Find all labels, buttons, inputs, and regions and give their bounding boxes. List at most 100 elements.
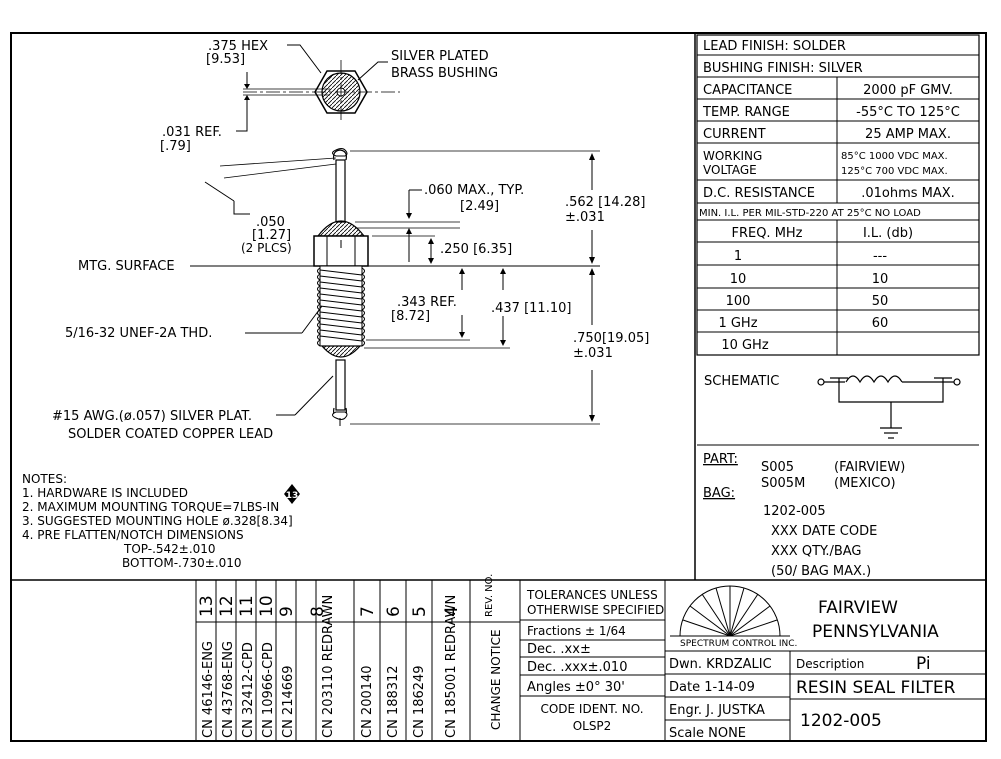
il-col-header: I.L. (db) (863, 226, 913, 241)
drawing-number: 1202-005 (800, 711, 882, 731)
rev-no: 8 (308, 606, 328, 617)
label-dim-050: .050 (256, 215, 285, 230)
il-row-freq: 10 GHz (721, 338, 769, 353)
tol-fractions: Fractions ± 1/64 (527, 624, 626, 638)
sheet-border (10, 32, 987, 742)
spec-working-label1: WORKING (703, 149, 762, 163)
schematic-label: SCHEMATIC (704, 374, 779, 389)
il-row-value: --- (873, 249, 887, 264)
note-4-top: TOP-.542±.010 (123, 542, 216, 556)
rev-no: 7 (358, 606, 378, 617)
spec-temp-label: TEMP. RANGE (702, 105, 790, 120)
rev-desc: CN 200140 (360, 665, 375, 738)
part1-location: (FAIRVIEW) (834, 460, 905, 475)
il-row-value: 50 (872, 294, 889, 309)
label-thread: 5/16-32 UNEF-2A THD. (65, 326, 212, 341)
label-dim-060: .060 MAX., TYP. (424, 183, 524, 198)
bag-line2: XXX QTY./BAG (771, 544, 862, 559)
note-4-bottom: BOTTOM-.730±.010 (122, 556, 242, 570)
spec-dc-value: .01ohms MAX. (861, 186, 955, 201)
spec-capacitance-label: CAPACITANCE (703, 83, 792, 98)
part-drawing (190, 44, 600, 426)
spec-dc-label: D.C. RESISTANCE (703, 186, 815, 201)
rev-no: 5 (410, 606, 430, 617)
label-hex-mm: [9.53] (206, 52, 245, 67)
label-ref-031: .031 REF. (162, 125, 222, 140)
spec-current-label: CURRENT (703, 127, 766, 142)
bag-number: 1202-005 (763, 504, 826, 519)
label-dim-750: .750[19.05] (573, 331, 649, 346)
rev-desc: CN 10966-CPD (261, 642, 276, 738)
lead-finish: LEAD FINISH: SOLDER (703, 39, 846, 54)
pi-filter-symbol-icon (817, 375, 961, 439)
il-header: MIN. I.L. PER MIL-STD-220 AT 25°C NO LOA… (699, 208, 921, 219)
drawing-scale: Scale NONE (669, 726, 746, 741)
company-city: FAIRVIEW (818, 598, 898, 618)
label-mtg-surface: MTG. SURFACE (78, 259, 175, 274)
revision-diamond-label: 13 (286, 491, 299, 501)
rev-desc: CN 203110 REDRAWN (321, 595, 336, 738)
il-row-value: 60 (872, 316, 889, 331)
il-row-value: 10 (872, 272, 889, 287)
rev-no: 10 (257, 595, 277, 617)
tol-angles: Angles ±0° 30' (527, 680, 625, 695)
code-ident-label: CODE IDENT. NO. (540, 702, 643, 716)
bag-line1: XXX DATE CODE (771, 524, 877, 539)
bag-label: BAG: (703, 486, 735, 501)
change-notice-label: CHANGE NOTICE (489, 629, 503, 730)
notes-title: NOTES: (22, 472, 67, 486)
part1-number: S005 (761, 460, 794, 475)
label-dim-060-mm: [2.49] (460, 199, 499, 214)
rev-no-header: REV. NO. (484, 574, 495, 617)
rev-no: 4 (442, 606, 462, 617)
part-bag-info: PART: S005 (FAIRVIEW) S005M (MEXICO) BAG… (703, 452, 905, 579)
label-dim-343: .343 REF. (397, 295, 457, 310)
spec-table: LEAD FINISH: SOLDER BUSHING FINISH: SILV… (696, 34, 980, 356)
bushing-finish: BUSHING FINISH: SILVER (703, 61, 863, 76)
rev-desc: CN 46146-ENG (201, 641, 216, 738)
note-4: 4. PRE FLATTEN/NOTCH DIMENSIONS (22, 528, 244, 542)
title-block: TOLERANCES UNLESS OTHERWISE SPECIFIED Fr… (520, 580, 986, 741)
description-label: Description (796, 657, 864, 671)
spec-current-value: 25 AMP MAX. (865, 127, 951, 142)
label-bushing-line2: BRASS BUSHING (391, 66, 498, 81)
engineer: Engr. J. JUSTKA (669, 703, 765, 718)
rev-no: 6 (384, 606, 404, 617)
label-dim-562: .562 [14.28] (565, 195, 645, 210)
drawn-by: Dwn. KRDZALIC (669, 657, 772, 672)
schematic: SCHEMATIC (697, 374, 979, 446)
tol-dec3: Dec. .xxx±.010 (527, 660, 627, 675)
rev-desc: CN 214669 (281, 665, 296, 738)
rev-no: 13 (197, 595, 217, 617)
label-lead-line1: #15 AWG.(ø.057) SILVER PLAT. (52, 409, 252, 424)
note-3: 3. SUGGESTED MOUNTING HOLE ø.328[8.34] (22, 514, 293, 528)
il-row-freq: 1 (734, 249, 742, 264)
spec-working-label2: VOLTAGE (703, 163, 757, 177)
tol-dec2: Dec. .xx± (527, 642, 591, 657)
rev-no: 12 (217, 595, 237, 617)
label-hex: .375 HEX (208, 39, 268, 54)
spec-working-value2: 125°C 700 VDC MAX. (841, 166, 948, 177)
note-1: 1. HARDWARE IS INCLUDED (22, 486, 188, 500)
il-row-freq: 10 (730, 272, 747, 287)
logo-text: SPECTRUM CONTROL INC. (680, 639, 797, 649)
drawing-date: Date 1-14-09 (669, 680, 755, 695)
il-row-freq: 1 GHz (718, 316, 757, 331)
drawing-title: RESIN SEAL FILTER (796, 678, 956, 698)
part-label: PART: (703, 452, 738, 467)
label-bushing-line1: SILVER PLATED (391, 49, 489, 64)
rev-desc: CN 188312 (386, 665, 401, 738)
rev-no: 11 (237, 595, 257, 617)
tol-line1: TOLERANCES UNLESS (526, 588, 658, 602)
rev-desc: CN 43768-ENG (221, 641, 236, 738)
part2-number: S005M (761, 476, 805, 491)
label-ref-031-mm: [.79] (160, 139, 191, 154)
company-state: PENNSYLVANIA (812, 622, 939, 642)
notes: NOTES: 1. HARDWARE IS INCLUDED 2. MAXIMU… (22, 472, 300, 570)
spectrum-control-logo-icon (670, 585, 790, 637)
rev-desc: CN 32412-CPD (241, 642, 256, 738)
label-dim-343-mm: [8.72] (391, 309, 430, 324)
rev-desc: CN 185001 REDRAWN (444, 595, 459, 738)
rev-desc: CN 186249 (412, 665, 427, 738)
